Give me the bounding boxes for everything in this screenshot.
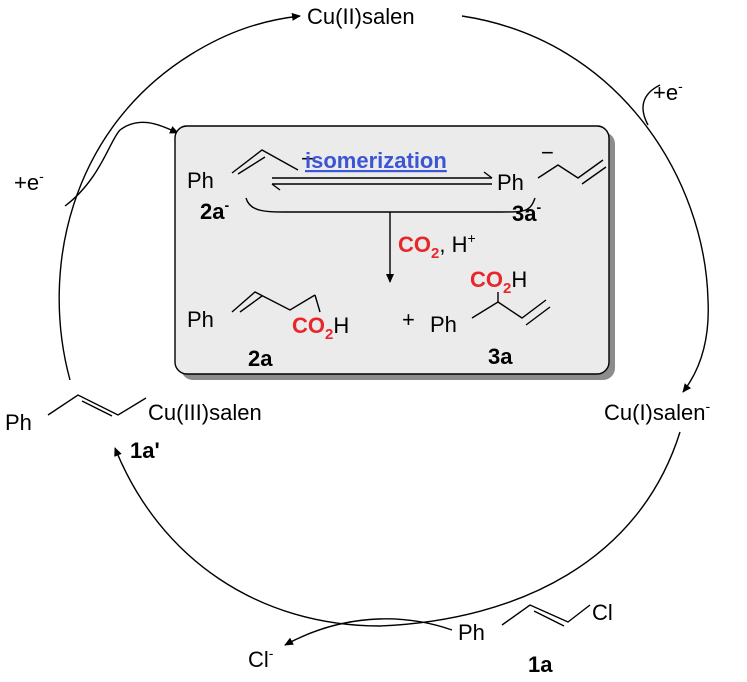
svg-text:1a': 1a' (130, 438, 160, 463)
svg-text:isomerization: isomerization (305, 148, 447, 173)
svg-text:2a-: 2a- (200, 197, 229, 224)
svg-text:Cu(III)salen: Cu(III)salen (148, 400, 262, 425)
converging-arrow (245, 197, 536, 283)
reaction-box (174, 125, 615, 380)
svg-text:Cl-: Cl- (248, 645, 274, 672)
product-2a: Ph CO2H 2a (187, 291, 349, 371)
arc-right-bottom (379, 431, 681, 627)
cu-i-salen-label: Cu(I)salen- (604, 398, 710, 425)
product-3a: CO2H Ph 3a (430, 267, 551, 369)
svg-text:+e-: +e- (653, 78, 683, 105)
electron-in-left-arrow (64, 121, 179, 207)
svg-text:+e-: +e- (14, 168, 44, 195)
plus-sign: + (402, 307, 415, 332)
svg-text:−: − (541, 140, 554, 165)
svg-text:Ph: Ph (187, 307, 214, 332)
svg-text:CO2H: CO2H (470, 267, 527, 297)
species-1a: Ph Cl 1a (458, 600, 613, 677)
cu-ii-salen-label: Cu(II)salen (307, 4, 415, 29)
svg-text:Ph: Ph (497, 170, 524, 195)
svg-text:2a: 2a (248, 346, 273, 371)
electron-in-right-arrow (642, 84, 661, 126)
anion-2a: Ph − 2a- (187, 146, 314, 224)
left-electron-label: +e- (14, 168, 44, 195)
svg-text:3a-: 3a- (512, 199, 541, 226)
svg-text:Ph: Ph (5, 410, 32, 435)
isomerization-equilibrium: isomerization (271, 148, 493, 191)
right-electron-label: +e- (653, 78, 683, 105)
svg-text:3a: 3a (488, 344, 513, 369)
svg-text:CO2H: CO2H (292, 313, 349, 343)
chloride-label: Cl- (248, 645, 274, 672)
chloride-out-arrow (284, 618, 453, 646)
svg-text:Ph: Ph (187, 168, 214, 193)
svg-text:Cu(I)salen-: Cu(I)salen- (604, 398, 710, 425)
svg-text:Ph: Ph (458, 620, 485, 645)
arc-left-top (58, 12, 301, 381)
cycle-arcs (58, 12, 709, 627)
arc-top-right (461, 15, 709, 393)
svg-text:−: − (301, 146, 314, 171)
svg-text:1a: 1a (528, 652, 553, 677)
svg-text:Ph: Ph (430, 312, 457, 337)
svg-text:Cl: Cl (592, 600, 613, 625)
species-1a-prime: Ph Cu(III)salen 1a' (5, 394, 262, 463)
anion-3a: Ph − 3a- (497, 140, 607, 226)
arc-bottom-left (114, 447, 381, 627)
reagents-label: CO2, H+ (398, 230, 476, 262)
svg-text:CO2, H+: CO2, H+ (398, 230, 476, 262)
